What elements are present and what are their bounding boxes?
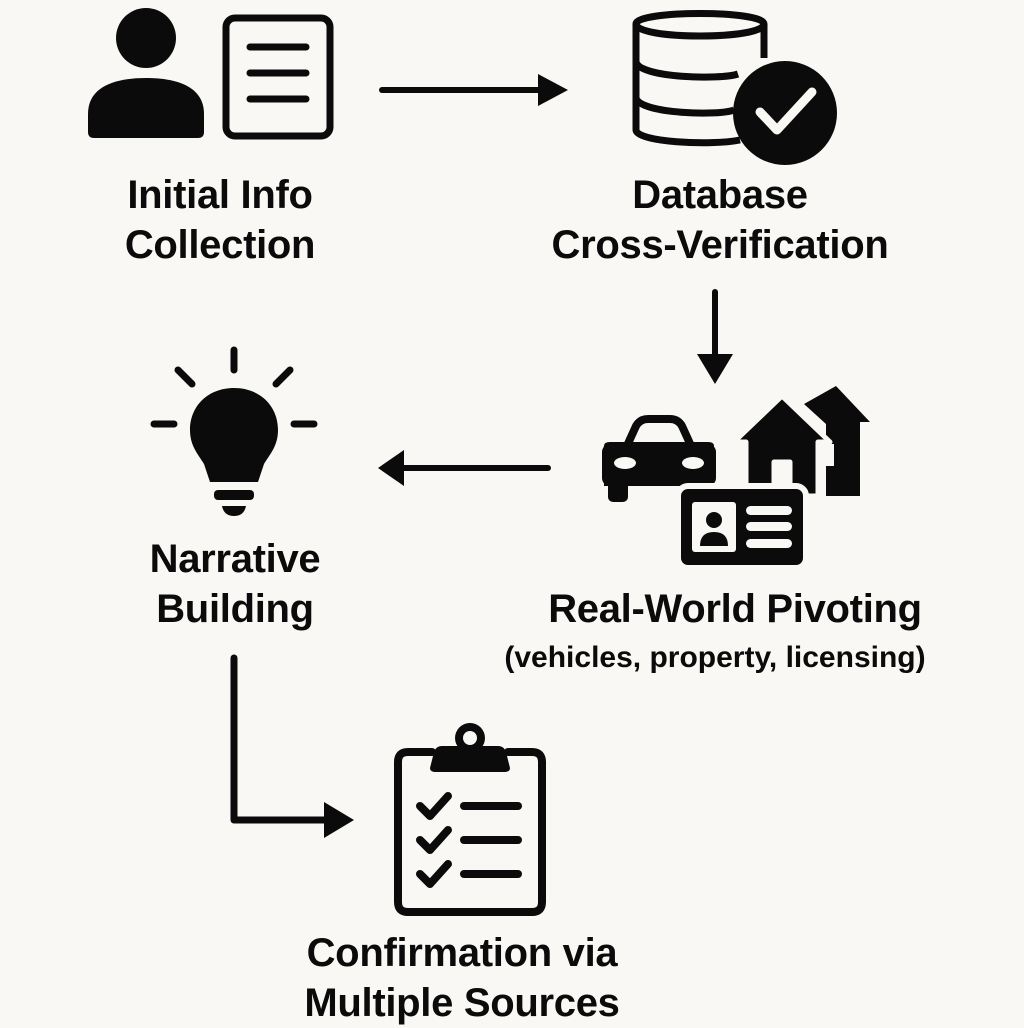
step-title: Narrative Building [110,534,360,634]
step-title-line: Collection [124,223,316,267]
step-title-line: Database [632,173,808,217]
step-title: Database Cross-Verification [520,170,920,270]
id-card-icon [675,483,809,571]
person-icon [88,8,204,138]
step-subtitle: (vehicles, property, licensing) [504,641,926,674]
step-title-line: Cross-Verification [551,223,889,267]
arrow-right [379,74,568,106]
step-title: Initial Info Collection [90,170,350,270]
document-icon [222,14,334,140]
lightbulb-icon [150,346,318,516]
arrow-elbow-down-right [230,654,354,838]
houses-icon [731,386,870,499]
step-title-line: Real-World Pivoting [548,587,922,631]
step-title-line: Building [156,587,314,631]
step-title-line: Multiple Sources [304,981,620,1025]
check-circle-icon [733,61,837,165]
step-title-line: Confirmation via [306,931,618,975]
database-icon [632,10,768,147]
step-title-line: Initial Info [127,173,313,217]
clipboard-checklist-icon [394,723,546,916]
arrow-down [697,289,733,384]
arrow-left [378,450,551,486]
step-title: Confirmation via Multiple Sources [262,928,662,1028]
step-title-line: Narrative [149,537,321,581]
car-icon [602,415,716,502]
step-title: Real-World Pivoting [490,584,980,634]
